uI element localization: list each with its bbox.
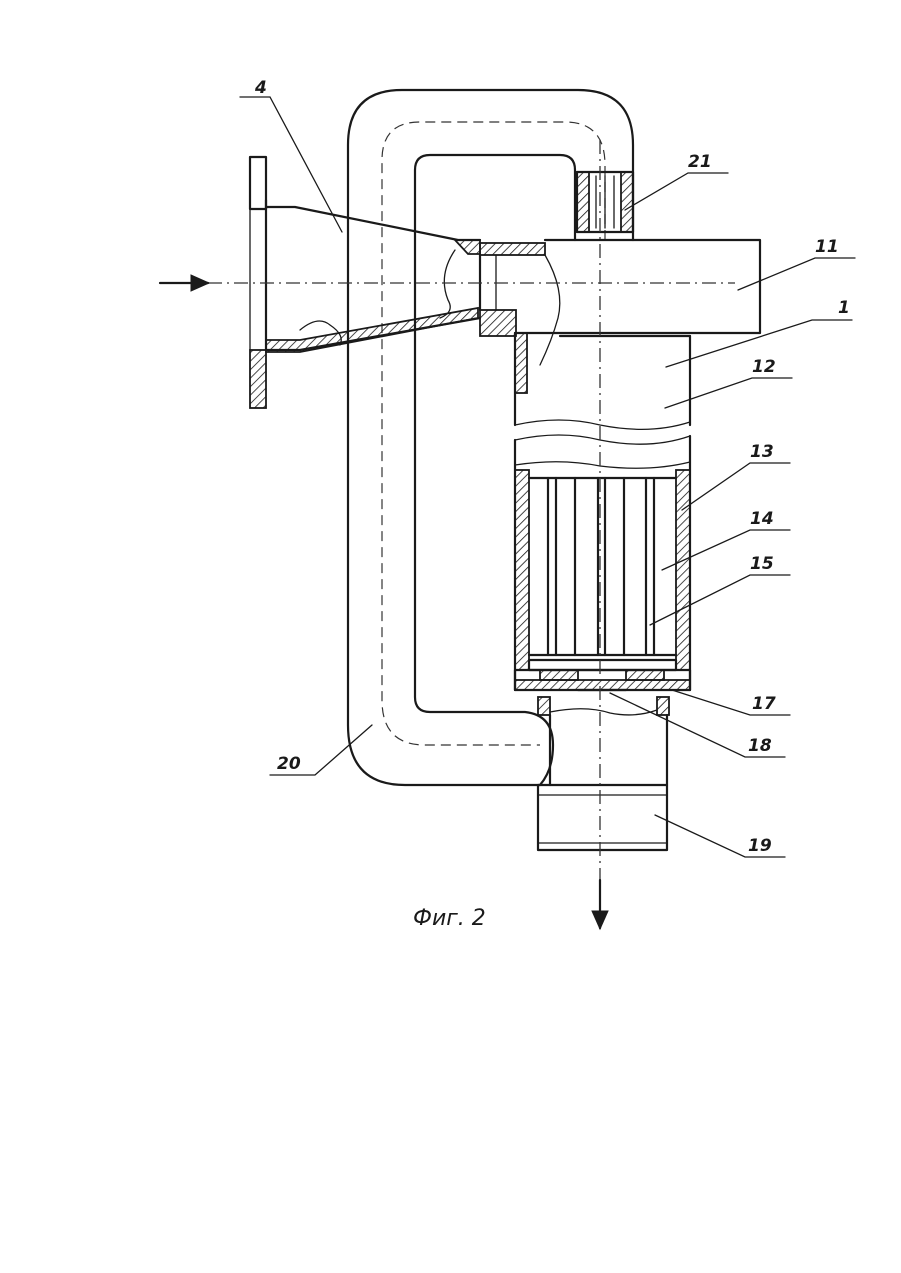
nozzle-seat-lower <box>480 310 516 336</box>
label-13: 13 <box>750 442 774 462</box>
flange-top <box>250 157 266 209</box>
label-14: 14 <box>750 509 774 529</box>
horizontal-body-outline <box>515 240 760 333</box>
label-1: 1 <box>838 298 850 318</box>
filter-cartridge <box>515 436 690 690</box>
figure-caption: Фиг. 2 <box>413 906 486 931</box>
horizontal-body-breakline <box>540 255 560 365</box>
label-11: 11 <box>815 237 839 257</box>
nozzle-seat-upper <box>480 243 545 255</box>
valve-block-21 <box>577 172 633 232</box>
filter-wall-left <box>515 470 529 670</box>
label-19: 19 <box>748 836 772 856</box>
valve-block-wall-left <box>577 172 589 232</box>
housing-breakline-top <box>515 420 690 429</box>
horizontal-body <box>515 240 760 365</box>
housing-breakline-bottom <box>515 435 690 444</box>
label-4: 4 <box>254 78 267 98</box>
housing-wall-hatch <box>515 333 527 393</box>
filter-wall-right <box>676 470 690 670</box>
nozzle-breakline-right <box>440 250 455 318</box>
filter-elements <box>548 478 654 655</box>
label-17: 17 <box>752 694 776 714</box>
nozzle-upper-wall <box>266 207 480 240</box>
label-15: 15 <box>750 554 774 574</box>
vertical-housing <box>515 333 690 444</box>
label-21: 21 <box>688 152 712 172</box>
label-18: 18 <box>748 736 772 756</box>
outlet-section <box>538 697 669 850</box>
valve-block-wall-right <box>621 172 633 232</box>
label-12: 12 <box>752 357 776 377</box>
flange-bottom-hatched <box>250 350 266 408</box>
nozzle-throat-upper <box>455 240 480 254</box>
inlet-nozzle <box>266 207 545 352</box>
label-20: 20 <box>277 754 301 774</box>
